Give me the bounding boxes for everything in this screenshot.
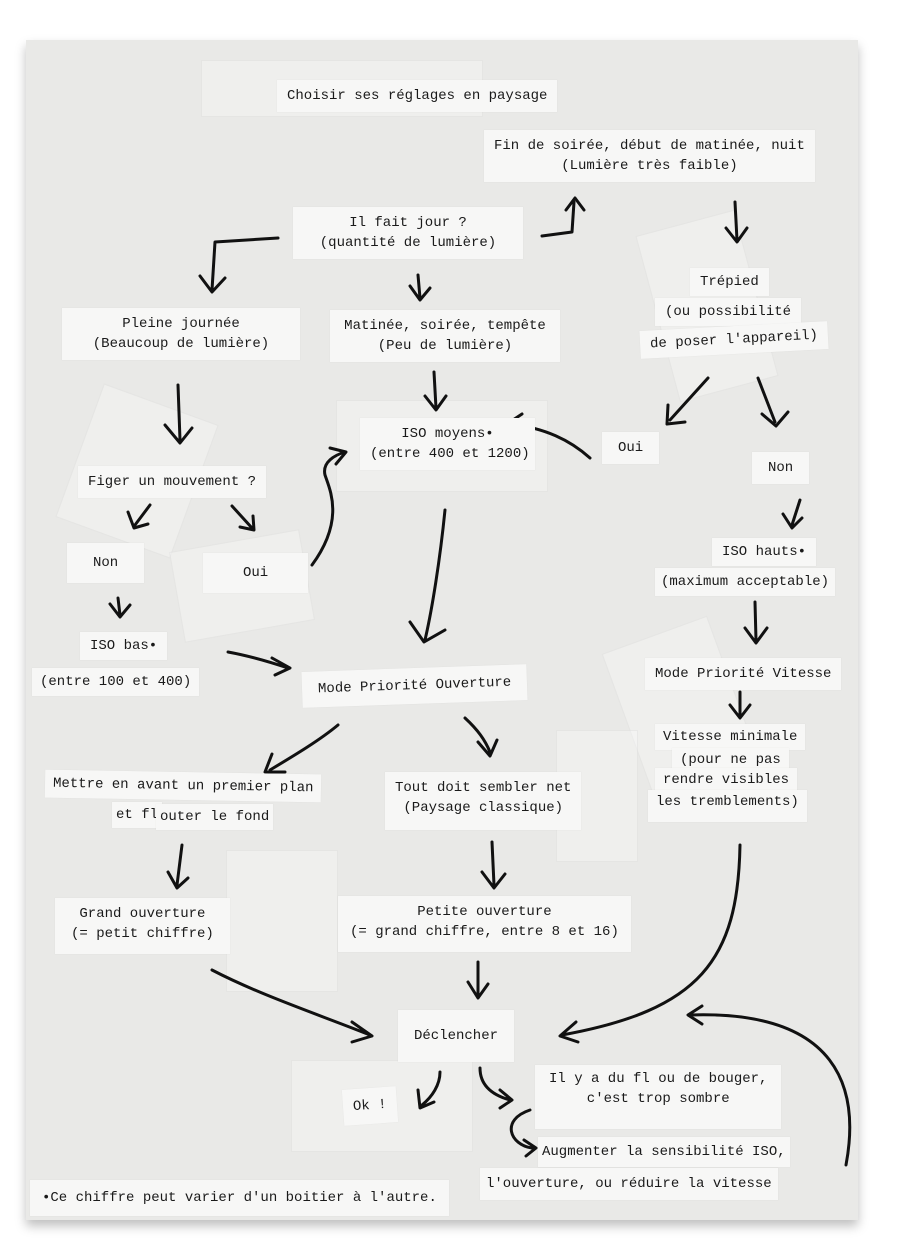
arrow-matinee-to-iso bbox=[423, 370, 448, 412]
node-mettre-line2b: outer le fond bbox=[156, 804, 274, 830]
node-text: Matinée, soirée, tempête bbox=[344, 318, 546, 334]
node-text: (Beaucoup de lumière) bbox=[92, 336, 270, 352]
node-mode-priorite-vitesse: Mode Priorité Vitesse bbox=[645, 658, 842, 690]
node-iso-hauts-line2: (maximum acceptable) bbox=[655, 568, 836, 596]
node-declencher: Déclencher bbox=[398, 1010, 515, 1062]
arrow-figer-to-non bbox=[126, 503, 152, 530]
node-vitesse-line3: rendre visibles bbox=[655, 768, 798, 792]
node-text: (Lumière très faible) bbox=[561, 158, 738, 174]
node-iso-moyens: ISO moyens• (entre 400 et 1200) bbox=[360, 418, 535, 470]
node-iso-hauts: ISO hauts• bbox=[712, 538, 817, 566]
node-text: ISO moyens• bbox=[401, 426, 494, 442]
arrow-pleine-to-figer bbox=[163, 383, 194, 445]
node-text: Il y a du fl ou de bouger, bbox=[549, 1071, 768, 1087]
arrow-declencher-to-flou bbox=[478, 1066, 514, 1110]
node-text: (Paysage classique) bbox=[403, 800, 564, 816]
arrow-isohauts-to-modepv bbox=[743, 600, 769, 645]
arrow-grand-to-declencher bbox=[210, 968, 374, 1044]
arrow-trepied-to-oui bbox=[665, 376, 710, 426]
node-il-fait-jour: Il fait jour ? (quantité de lumière) bbox=[293, 207, 523, 259]
node-augmenter: Augmenter la sensibilité ISO, bbox=[538, 1137, 790, 1167]
arrow-trepied-to-non bbox=[756, 376, 790, 428]
node-text: (quantité de lumière) bbox=[319, 235, 497, 251]
node-text: Petite ouverture bbox=[417, 904, 552, 920]
arrow-modepo-to-tout bbox=[463, 716, 499, 758]
node-vitesse-minimale: Vitesse minimale bbox=[655, 724, 806, 750]
arrow-jour-to-pleine bbox=[198, 236, 280, 294]
node-matinee-soiree: Matinée, soirée, tempête (Peu de lumière… bbox=[330, 310, 560, 362]
node-flou-trop-sombre: Il y a du fl ou de bouger, c'est trop so… bbox=[535, 1065, 782, 1129]
arrow-vitesse-to-declencher bbox=[558, 843, 742, 1044]
arrow-jour-to-matinee bbox=[408, 273, 432, 302]
node-text: (entre 400 et 1200) bbox=[370, 446, 530, 462]
node-grand-ouverture: Grand ouverture (= petit chiffre) bbox=[55, 898, 230, 954]
arrow-modepo-to-mettre bbox=[263, 723, 340, 774]
node-mettre-en-avant: Mettre en avant un premier plan bbox=[44, 769, 322, 803]
node-text: (= petit chiffre) bbox=[71, 926, 214, 942]
arrow-nonr-to-isohauts bbox=[781, 498, 804, 530]
arrow-isobas-to-modepo bbox=[226, 650, 292, 677]
arrow-jour-to-fin bbox=[540, 196, 586, 238]
node-text: Il fait jour ? bbox=[349, 215, 467, 231]
node-trepied-line2: (ou possibilité bbox=[655, 298, 802, 326]
arrow-mettre-to-grand bbox=[166, 843, 190, 890]
arrow-iso-to-modepo bbox=[408, 508, 447, 644]
node-text: (= grand chiffre, entre 8 et 16) bbox=[350, 924, 619, 940]
node-trepied: Trépied bbox=[690, 268, 769, 296]
node-petite-ouverture: Petite ouverture (= grand chiffre, entre… bbox=[338, 896, 631, 952]
node-non-trepied: Non bbox=[752, 452, 810, 484]
arrow-non-to-isobas bbox=[108, 596, 132, 619]
node-fin-de-soiree: Fin de soirée, début de matinée, nuit (L… bbox=[484, 130, 815, 182]
node-text: Fin de soirée, début de matinée, nuit bbox=[494, 138, 805, 154]
arrow-tout-to-petite bbox=[480, 840, 507, 890]
node-augmenter-line2: l'ouverture, ou réduire la vitesse bbox=[480, 1168, 778, 1200]
node-text: Grand ouverture bbox=[79, 906, 206, 922]
node-text: Tout doit sembler net bbox=[395, 780, 572, 796]
node-pleine-journee: Pleine journée (Beaucoup de lumière) bbox=[62, 308, 300, 360]
arrow-augmenter-to-vitesse bbox=[686, 1004, 852, 1167]
node-text: c'est trop sombre bbox=[586, 1091, 730, 1107]
node-text: Pleine journée bbox=[122, 316, 240, 332]
tape bbox=[226, 850, 338, 992]
node-mettre-line2a: et fl bbox=[112, 802, 163, 828]
node-tout-net: Tout doit sembler net (Paysage classique… bbox=[385, 772, 582, 830]
node-non-figer: Non bbox=[67, 543, 145, 583]
arrow-declencher-to-ok bbox=[416, 1070, 442, 1110]
node-iso-bas: ISO bas• bbox=[80, 632, 168, 660]
arrow-flou-to-augmenter bbox=[509, 1108, 538, 1158]
node-oui-figer: Oui bbox=[203, 553, 309, 593]
node-figer-mouvement: Figer un mouvement ? bbox=[78, 466, 267, 498]
node-ok: Ok ! bbox=[341, 1086, 398, 1126]
arrow-fin-to-trepied bbox=[724, 200, 749, 244]
arrow-petite-to-declencher bbox=[466, 960, 490, 1000]
arrow-figer-to-oui bbox=[230, 504, 256, 532]
footnote: •Ce chiffre peut varier d'un boitier à l… bbox=[30, 1180, 449, 1216]
node-vitesse-line4: les tremblements) bbox=[648, 790, 807, 822]
node-iso-bas-line2: (entre 100 et 400) bbox=[32, 668, 200, 696]
node-text: (Peu de lumière) bbox=[377, 338, 513, 354]
node-oui-trepied: Oui bbox=[602, 432, 660, 464]
diagram-title: Choisir ses réglages en paysage bbox=[277, 80, 558, 112]
arrow-modepv-to-vitesse bbox=[728, 690, 752, 720]
arrow-oui-to-iso-moyens bbox=[310, 446, 348, 567]
